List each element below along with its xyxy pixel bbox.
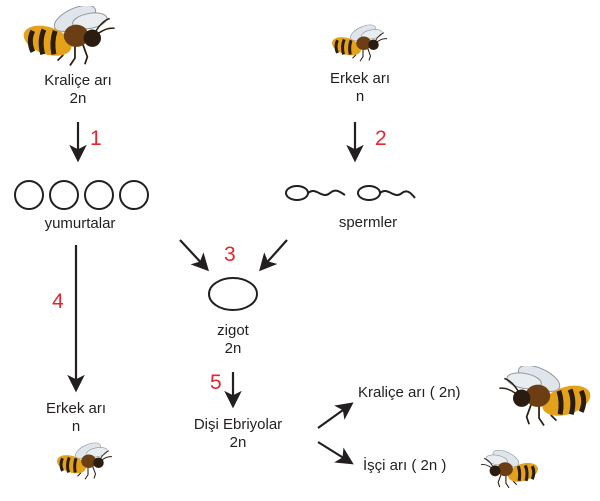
arrow-sperms-to-zygote [259, 239, 288, 272]
step-number-3: 3 [224, 243, 236, 266]
worker-bee-icon [479, 450, 540, 490]
female-larvae-label: Dişi Ebriyolar 2n [178, 416, 298, 452]
drone-bee-icon [330, 24, 389, 63]
eggs-label: yumurtalar [44, 215, 116, 232]
queen-label: Kraliçe arı 2n [28, 72, 128, 108]
sperms-label: spermler [338, 214, 398, 231]
step-number-5: 5 [210, 371, 222, 394]
female-larvae-name: Dişi Ebriyolar [193, 416, 283, 433]
female-larvae-ploidy: 2n [229, 434, 247, 451]
arrow-to-queen [317, 402, 354, 429]
queen-name: Kraliçe arı [44, 72, 112, 89]
drone-top-name: Erkek arı [329, 70, 390, 87]
drone-top-label: Erkek arı n [310, 70, 410, 106]
egg-icon [84, 180, 114, 210]
queen-ploidy: 2n [69, 90, 87, 107]
queen-result-label: Kraliçe arı ( 2n) [358, 384, 461, 401]
step-number-1: 1 [90, 127, 102, 150]
egg-icon [14, 180, 44, 210]
sperm-icon [285, 185, 309, 201]
arrow-eggs-to-zygote [179, 239, 209, 272]
zygote-ploidy: 2n [224, 340, 242, 357]
egg-icon [119, 180, 149, 210]
egg-icon [49, 180, 79, 210]
sperm-tail [307, 189, 346, 196]
drone-bottom-label: Erkek arı n [26, 400, 126, 436]
zygote-name: zigot [217, 322, 249, 339]
arrow-to-worker [317, 441, 354, 465]
zygote-icon [208, 277, 258, 311]
sperm-tail [379, 190, 416, 199]
sperm-icon [357, 185, 381, 201]
step-number-4: 4 [52, 290, 64, 313]
step-number-2: 2 [375, 127, 387, 150]
queen-bee-icon [490, 366, 598, 428]
queen-bee-icon [18, 6, 122, 68]
drone-bottom-ploidy: n [71, 418, 81, 435]
zygote-label: zigot 2n [193, 322, 273, 358]
drone-top-ploidy: n [355, 88, 365, 105]
drone-bottom-name: Erkek arı [45, 400, 106, 417]
drone-bee-icon [55, 442, 114, 481]
worker-result-label: İşçi arı ( 2n ) [363, 457, 447, 474]
